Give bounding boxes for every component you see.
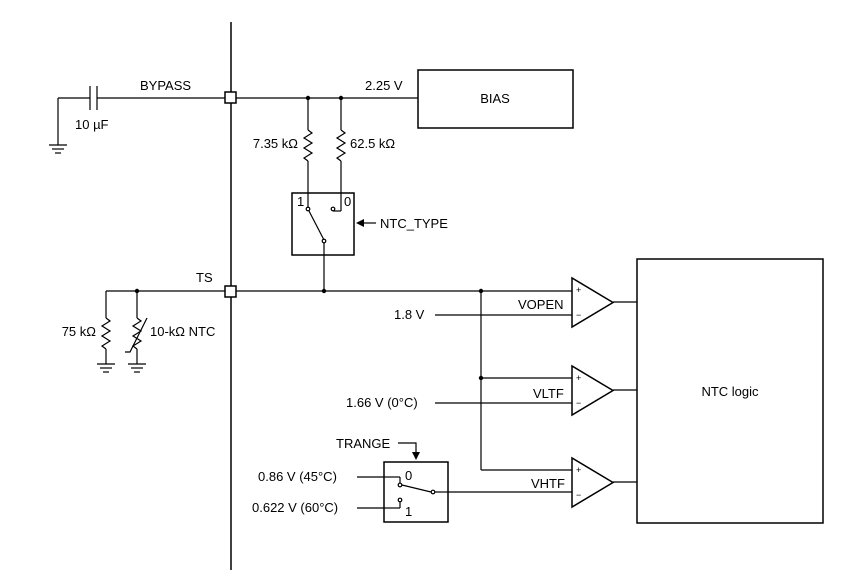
ts-pin [224, 285, 237, 298]
ntc-type-switch-pos1: 1 [297, 194, 304, 209]
comparator-minus: − [576, 398, 581, 408]
ntc-type-arrow-head [356, 219, 364, 227]
ntc-thermistor-label: 10-kΩ NTC [150, 324, 215, 339]
trange-arrow-head [412, 452, 420, 460]
resistor-75k-label: 75 kΩ [62, 324, 97, 339]
v45-label: 0.86 V (45°C) [258, 469, 337, 484]
resistor-7-35k-label: 7.35 kΩ [253, 136, 298, 151]
ntc-logic-label: NTC logic [701, 384, 759, 399]
comparator-plus: + [576, 465, 581, 475]
trange-switch-pos1: 1 [405, 504, 412, 519]
ts-label: TS [196, 270, 213, 285]
comparator-plus: + [576, 373, 581, 383]
bias-voltage-label: 2.25 V [365, 78, 403, 93]
ntc-type-switch-pos0: 0 [344, 194, 351, 209]
trange-arrow [398, 442, 417, 453]
vopen-label: VOPEN [518, 297, 564, 312]
comparator-minus: − [576, 310, 581, 320]
resistor-62-5k-label: 62.5 kΩ [350, 136, 395, 151]
resistor-62-5k [335, 98, 347, 203]
vopen-ref-label: 1.8 V [394, 307, 425, 322]
comparator-minus: − [576, 490, 581, 500]
ground-icon [97, 363, 115, 373]
v60-label: 0.622 V (60°C) [252, 500, 338, 515]
capacitor-value-label: 10 µF [75, 117, 109, 132]
ground-icon [128, 363, 146, 373]
bypass-capacitor [57, 86, 225, 145]
trange-switch-pos0: 0 [405, 468, 412, 483]
trange-label: TRANGE [336, 436, 391, 451]
bias-block-label: BIAS [480, 91, 510, 106]
vltf-comparator [571, 364, 615, 417]
ntc-type-switch [291, 192, 355, 256]
vhtf-comparator [571, 456, 615, 509]
resistor-7-35k [302, 98, 314, 203]
bypass-pin [224, 91, 237, 104]
resistor-75k [100, 291, 112, 364]
ntc-type-label: NTC_TYPE [380, 216, 448, 231]
bias-block [417, 69, 574, 129]
bypass-label: BYPASS [140, 78, 191, 93]
vltf-ref-label: 1.66 V (0°C) [346, 395, 418, 410]
ground-icon [49, 144, 67, 154]
comparator-plus: + [576, 285, 581, 295]
ntc-logic-block [636, 258, 824, 524]
vltf-label: VLTF [533, 386, 564, 401]
ntc-thermistor [125, 291, 148, 364]
vhtf-label: VHTF [531, 476, 565, 491]
vopen-comparator [571, 276, 615, 329]
